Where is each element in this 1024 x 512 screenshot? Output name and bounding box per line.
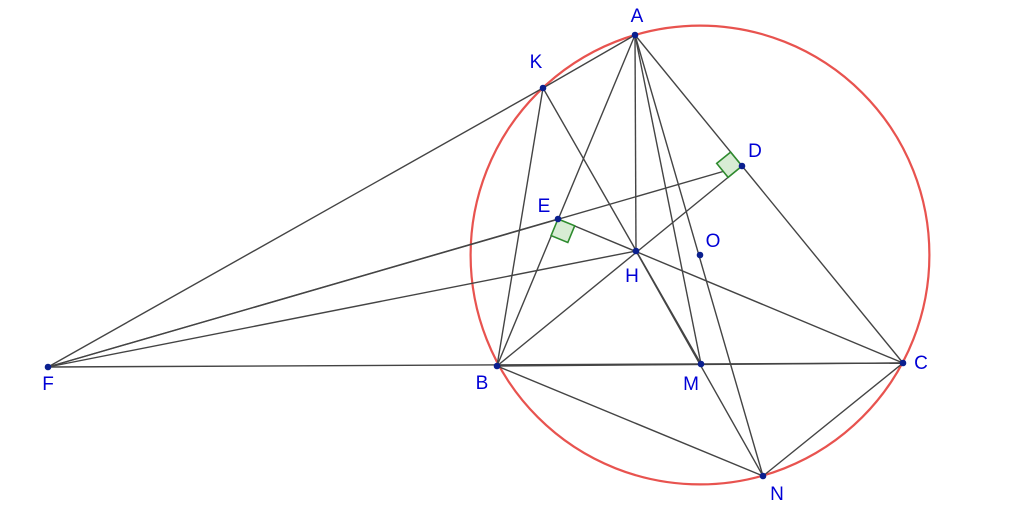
segment-kb <box>496 87 544 367</box>
segments-layer <box>47 34 904 477</box>
points-layer <box>44 31 907 480</box>
segment-fk <box>47 87 544 368</box>
point-m <box>697 360 705 368</box>
segment-ah <box>634 34 637 252</box>
point-f <box>44 363 52 371</box>
right-angle-markers <box>550 150 744 244</box>
point-e <box>554 215 562 223</box>
segment-km <box>542 87 702 365</box>
label-e: E <box>538 196 551 217</box>
segment-ab <box>496 34 636 367</box>
segment-ak <box>542 34 636 89</box>
segment-bn <box>496 365 764 477</box>
point-k <box>539 84 547 92</box>
circumcircle <box>469 24 931 486</box>
segment-bd <box>496 165 743 367</box>
point-c <box>899 359 907 367</box>
segment-fd <box>47 165 743 368</box>
label-d: D <box>748 141 762 162</box>
label-c: C <box>914 353 928 374</box>
segment-fc <box>47 362 904 368</box>
label-a: A <box>631 6 644 27</box>
point-n <box>759 472 767 480</box>
segment-ac <box>634 34 904 364</box>
label-n: N <box>770 484 784 505</box>
right-angle-marker-d <box>715 150 744 179</box>
label-f: F <box>42 374 54 395</box>
point-a <box>631 31 639 39</box>
label-m: M <box>683 374 699 395</box>
segment-fh <box>47 250 637 368</box>
point-d <box>738 162 746 170</box>
right-angle-marker-e <box>550 217 576 244</box>
label-o: O <box>706 231 721 252</box>
point-o <box>696 251 704 259</box>
label-b: B <box>476 373 489 394</box>
point-b <box>493 362 501 370</box>
segment-am <box>634 34 702 365</box>
label-h: H <box>625 266 639 287</box>
segment-ce <box>557 218 904 364</box>
point-h <box>632 247 640 255</box>
labels-layer: A K D E O H F B M C N <box>42 6 928 505</box>
label-k: K <box>530 52 543 73</box>
segment-cn <box>762 362 904 477</box>
circle-layer <box>469 24 931 486</box>
